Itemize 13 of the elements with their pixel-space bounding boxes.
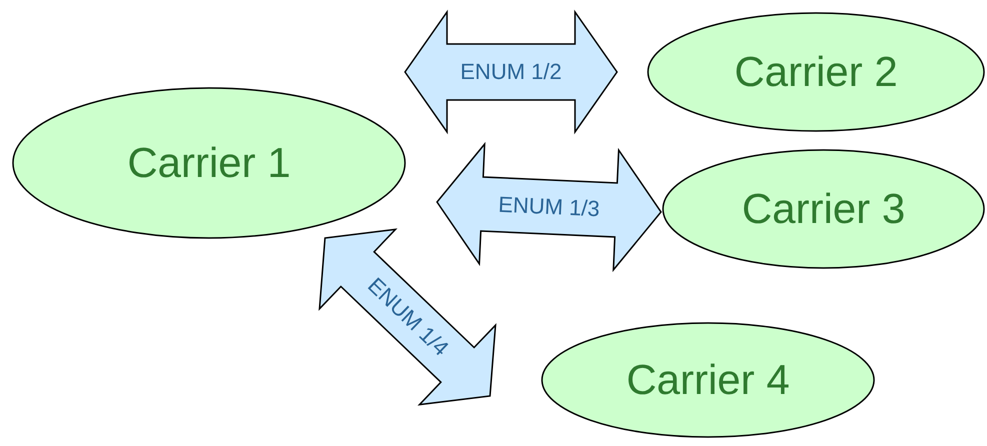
double-arrow <box>436 142 662 272</box>
edge-label: ENUM 1/3 <box>498 194 600 220</box>
node-label: Carrier 1 <box>127 142 291 184</box>
double-arrow <box>318 228 496 406</box>
edge-label: ENUM 1/2 <box>460 61 562 83</box>
oval-node <box>647 12 985 132</box>
oval-node <box>662 149 985 269</box>
oval-node <box>12 87 406 239</box>
node-label: Carrier 3 <box>742 188 906 230</box>
node-label: Carrier 4 <box>626 359 790 401</box>
node-label: Carrier 2 <box>734 51 898 93</box>
double-arrow <box>404 10 618 134</box>
oval-node <box>541 322 875 438</box>
